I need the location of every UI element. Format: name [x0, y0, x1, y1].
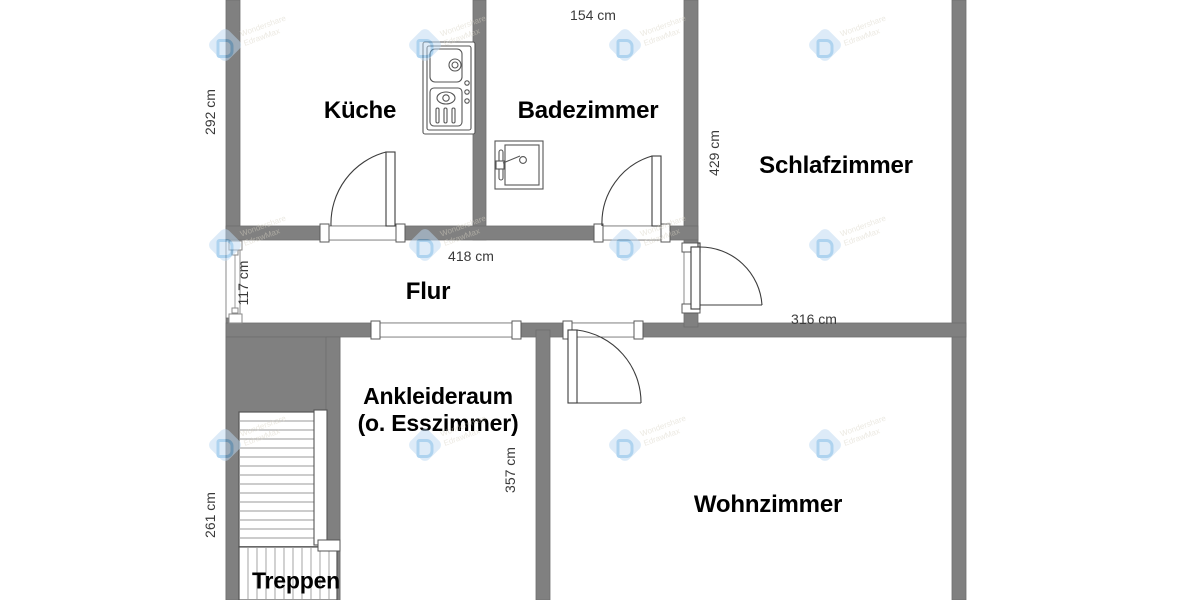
room-label-treppen: Treppen — [252, 567, 340, 594]
wall-exterior-right — [951, 0, 967, 600]
room-label-wohnzimmer: Wohnzimmer — [694, 491, 842, 519]
dimension-value: 429 cm — [706, 130, 722, 176]
room-label-text: Flur — [405, 277, 451, 305]
room-label-text: Küche — [323, 96, 397, 124]
staircase-icon — [238, 409, 341, 600]
dimension-value: 261 cm — [202, 492, 218, 538]
bathroom-washbasin-icon — [494, 140, 544, 190]
dimension-value: 292 cm — [202, 89, 218, 135]
room-label-subtext: (o. Esszimmer) — [357, 410, 519, 436]
room-label-flur: Flur — [406, 278, 451, 306]
dimension-label-schlafzimmer-height: 429 cm — [706, 130, 722, 176]
door-jamb — [395, 223, 406, 243]
wall-badezimmer-schlafzimmer — [683, 0, 699, 241]
door-jamb — [319, 223, 330, 243]
dimension-value: 316 cm — [791, 311, 837, 327]
door-swings — [330, 151, 763, 404]
dimension-label-kueche-height: 292 cm — [202, 89, 218, 135]
wall-ankleideraum-wohnzimmer — [535, 329, 551, 600]
dimension-label-treppen-height: 261 cm — [202, 492, 218, 538]
kitchen-sink-stove-icon — [422, 41, 476, 135]
door-kueche — [330, 151, 396, 227]
door-jamb — [511, 320, 522, 340]
room-label-text: Badezimmer — [517, 96, 659, 124]
room-label-text: Treppen — [251, 567, 341, 594]
dimension-value: 154 cm — [570, 7, 616, 23]
dimension-value: 117 cm — [235, 260, 251, 306]
room-label-kueche: Küche — [323, 96, 397, 125]
dimension-label-badezimmer-width: 154 cm — [570, 7, 616, 23]
dimension-label-entrance-width: 117 cm — [235, 261, 251, 306]
room-label-ankleideraum: Ankleideraum (o. Esszimmer) — [358, 383, 519, 437]
door-wohnzimmer — [567, 329, 642, 404]
door-jamb — [593, 223, 604, 243]
door-badezimmer — [601, 155, 662, 227]
room-label-badezimmer: Badezimmer — [518, 97, 659, 125]
door-schlafzimmer — [690, 242, 763, 310]
room-label-schlafzimmer: Schlafzimmer — [759, 152, 913, 180]
dimension-value: 357 cm — [502, 447, 518, 493]
room-label-text: Schlafzimmer — [759, 151, 913, 179]
dimension-label-ankleideraum-height: 357 cm — [502, 447, 518, 493]
door-jamb — [370, 320, 381, 340]
dimension-label-flur-width: 418 cm — [448, 248, 494, 264]
room-label-text: Ankleideraum — [363, 382, 513, 409]
dimension-value: 418 cm — [448, 248, 494, 264]
room-label-text: Wohnzimmer — [693, 490, 843, 518]
wall-exterior-left-upper — [225, 0, 241, 241]
door-jamb — [660, 223, 671, 243]
dimension-label-wohnzimmer-width: 316 cm — [791, 311, 837, 327]
door-jamb — [633, 320, 644, 340]
